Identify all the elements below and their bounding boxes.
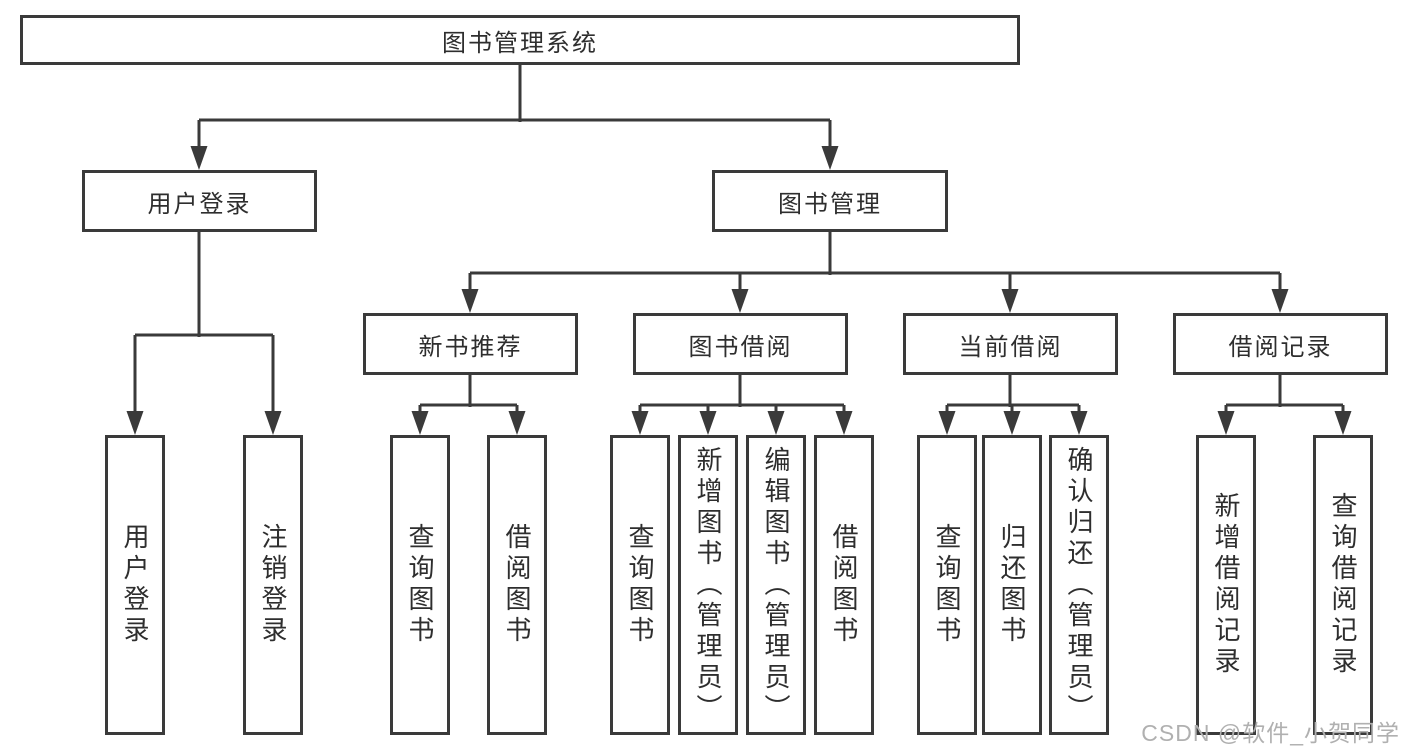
node-leaf-borrow-books-recommend: 借阅图书: [487, 435, 547, 735]
node-user-login: 用户登录: [82, 170, 317, 232]
node-leaf-add-book-admin: 新增图书（管理员）: [678, 435, 738, 735]
csdn-watermark: CSDN @软件_小贺同学: [1141, 720, 1400, 746]
node-leaf-add-borrow-record-label: 新增借阅记录: [1211, 492, 1241, 678]
node-current-borrowing: 当前借阅: [903, 313, 1118, 375]
node-root-label: 图书管理系统: [442, 29, 598, 57]
node-leaf-query-borrow-record: 查询借阅记录: [1313, 435, 1373, 735]
node-book-borrowing: 图书借阅: [633, 313, 848, 375]
node-leaf-borrow-books-recommend-label: 借阅图书: [502, 523, 532, 647]
node-borrowing-records: 借阅记录: [1173, 313, 1388, 375]
node-leaf-query-books-current: 查询图书: [917, 435, 977, 735]
node-leaf-add-borrow-record: 新增借阅记录: [1196, 435, 1256, 735]
node-leaf-query-books-borrow-label: 查询图书: [625, 523, 655, 647]
node-leaf-user-login-label: 用户登录: [120, 523, 150, 647]
node-book-management: 图书管理: [712, 170, 948, 232]
node-leaf-confirm-return-admin: 确认归还（管理员）: [1049, 435, 1109, 735]
node-leaf-query-books-recommend: 查询图书: [390, 435, 450, 735]
node-borrowing-records-label: 借阅记录: [1228, 333, 1333, 361]
node-leaf-add-book-admin-label: 新增图书（管理员）: [693, 445, 723, 725]
node-new-book-recommend: 新书推荐: [363, 313, 578, 375]
node-leaf-confirm-return-admin-label: 确认归还（管理员）: [1064, 445, 1094, 725]
node-leaf-edit-book-admin: 编辑图书（管理员）: [746, 435, 806, 735]
node-leaf-query-books-recommend-label: 查询图书: [405, 523, 435, 647]
node-leaf-edit-book-admin-label: 编辑图书（管理员）: [761, 445, 791, 725]
node-new-book-recommend-label: 新书推荐: [418, 333, 523, 361]
node-leaf-return-book-label: 归还图书: [997, 523, 1027, 647]
node-leaf-user-login: 用户登录: [105, 435, 165, 735]
node-current-borrowing-label: 当前借阅: [958, 333, 1063, 361]
node-leaf-logout-label: 注销登录: [258, 523, 288, 647]
node-user-login-label: 用户登录: [147, 190, 252, 218]
node-leaf-logout: 注销登录: [243, 435, 303, 735]
node-leaf-query-books-borrow: 查询图书: [610, 435, 670, 735]
node-leaf-borrow-books: 借阅图书: [814, 435, 874, 735]
node-leaf-query-borrow-record-label: 查询借阅记录: [1328, 492, 1358, 678]
node-leaf-query-books-current-label: 查询图书: [932, 523, 962, 647]
node-leaf-return-book: 归还图书: [982, 435, 1042, 735]
node-book-management-label: 图书管理: [778, 190, 882, 218]
node-book-borrowing-label: 图书借阅: [688, 333, 793, 361]
node-root: 图书管理系统: [20, 15, 1020, 65]
node-leaf-borrow-books-label: 借阅图书: [829, 523, 859, 647]
